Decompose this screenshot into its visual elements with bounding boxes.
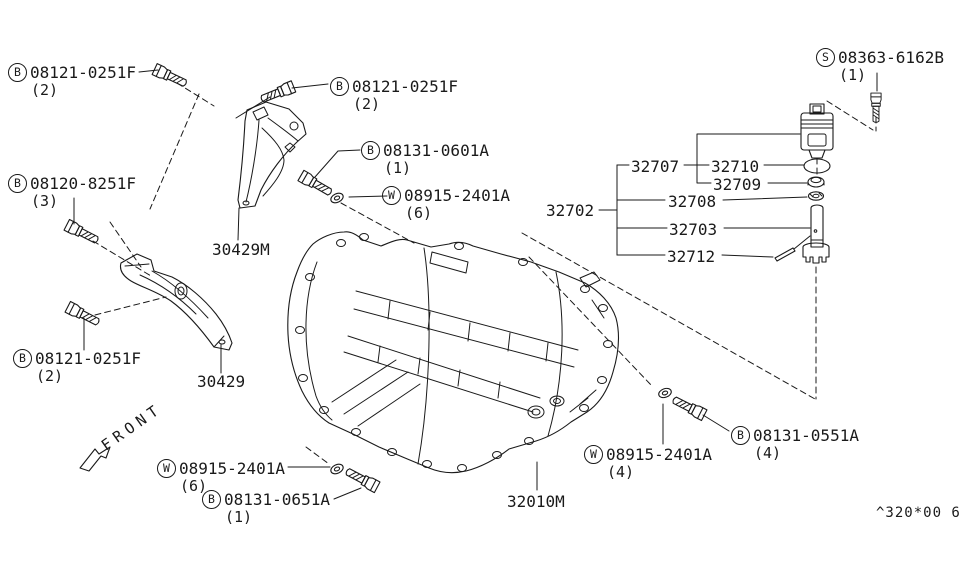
part-qty: (4) xyxy=(754,444,782,462)
bracket-30429-drawing xyxy=(119,253,233,351)
transaxle-drawing xyxy=(287,231,619,474)
callout-speedo-group: 32702 xyxy=(546,202,594,219)
prefix-b-icon: B xyxy=(8,63,27,82)
part-qty: (6) xyxy=(180,477,208,495)
bolt-icon xyxy=(670,393,708,422)
part-number: 08915-2401A xyxy=(179,459,285,478)
callout-bracket-lower: 30429 xyxy=(197,373,245,390)
part-number: 32708 xyxy=(668,192,717,211)
bolt-icon xyxy=(297,169,335,199)
part-number: 08131-0601A xyxy=(383,141,489,160)
part-qty: (1) xyxy=(384,159,412,177)
callout-bracket-upper: 30429M xyxy=(212,241,270,258)
speedo-pinion-assembly-drawing xyxy=(774,103,834,264)
prefix-b-icon: B xyxy=(202,490,221,509)
part-number: 32703 xyxy=(669,220,718,239)
prefix-b-icon: B xyxy=(13,349,32,368)
pinion-gear-drawing xyxy=(802,242,830,264)
part-qty: (3) xyxy=(31,192,59,210)
prefix-s-icon: S xyxy=(816,48,835,67)
bolt-icon xyxy=(151,63,190,90)
prefix-b-icon: B xyxy=(731,426,750,445)
part-qty: (1) xyxy=(839,66,867,84)
part-number: 08121-0251F xyxy=(35,349,141,368)
part-number: 32707 xyxy=(631,157,680,176)
part-number: 08131-0651A xyxy=(224,490,330,509)
construction-lines xyxy=(92,82,877,465)
part-qty: (6) xyxy=(405,204,433,222)
callout-stopper: 32709 xyxy=(713,176,761,193)
bolt-icon xyxy=(343,465,381,494)
diagram-reference-code: ^320*00 6 xyxy=(876,505,961,521)
part-number: 32010M xyxy=(507,492,565,511)
callout-pinion-sleeve: 32703 xyxy=(669,221,717,238)
part-number: 32709 xyxy=(713,175,762,194)
callout-transaxle: 32010M xyxy=(507,493,565,510)
washer-icon xyxy=(328,461,346,477)
part-number: 32710 xyxy=(711,157,760,176)
part-number: 08915-2401A xyxy=(606,445,712,464)
part-qty: (2) xyxy=(353,95,381,113)
part-number: 30429M xyxy=(212,240,270,259)
part-number: 08131-0551A xyxy=(753,426,859,445)
pinion-pin-drawing xyxy=(774,235,811,262)
part-qty: (2) xyxy=(31,81,59,99)
part-number: 08121-0251F xyxy=(352,77,458,96)
stopper-drawing xyxy=(807,176,825,188)
part-number: 08915-2401A xyxy=(404,186,510,205)
pinion-washer-drawing xyxy=(807,191,825,201)
part-qty: (4) xyxy=(607,463,635,481)
callout-pinion-washer: 32708 xyxy=(668,193,716,210)
part-qty: (2) xyxy=(36,367,64,385)
prefix-b-icon: B xyxy=(8,174,27,193)
bracket-30429m-drawing xyxy=(237,101,307,209)
part-number: 08363-6162B xyxy=(838,48,944,67)
washer-icon xyxy=(656,386,674,400)
part-number: 32702 xyxy=(546,201,595,220)
callout-speedo-sensor: 32707 xyxy=(631,158,679,175)
part-number: 30429 xyxy=(197,372,246,391)
washer-icon xyxy=(328,190,346,206)
prefix-w-icon: W xyxy=(157,459,176,478)
part-qty: (1) xyxy=(225,508,253,526)
leader-lines xyxy=(73,69,878,500)
part-number: 08121-0251F xyxy=(30,63,136,82)
callout-oring: 32710 xyxy=(711,158,759,175)
prefix-w-icon: W xyxy=(382,186,401,205)
prefix-b-icon: B xyxy=(361,141,380,160)
callout-pinion-pin: 32712 xyxy=(667,248,715,265)
part-number: 08120-8251F xyxy=(30,174,136,193)
part-number: 32712 xyxy=(667,247,716,266)
prefix-w-icon: W xyxy=(584,445,603,464)
pinion-sleeve-drawing xyxy=(810,204,824,248)
front-arrow-icon xyxy=(79,446,111,472)
bolt-icon xyxy=(258,80,297,106)
prefix-b-icon: B xyxy=(330,77,349,96)
